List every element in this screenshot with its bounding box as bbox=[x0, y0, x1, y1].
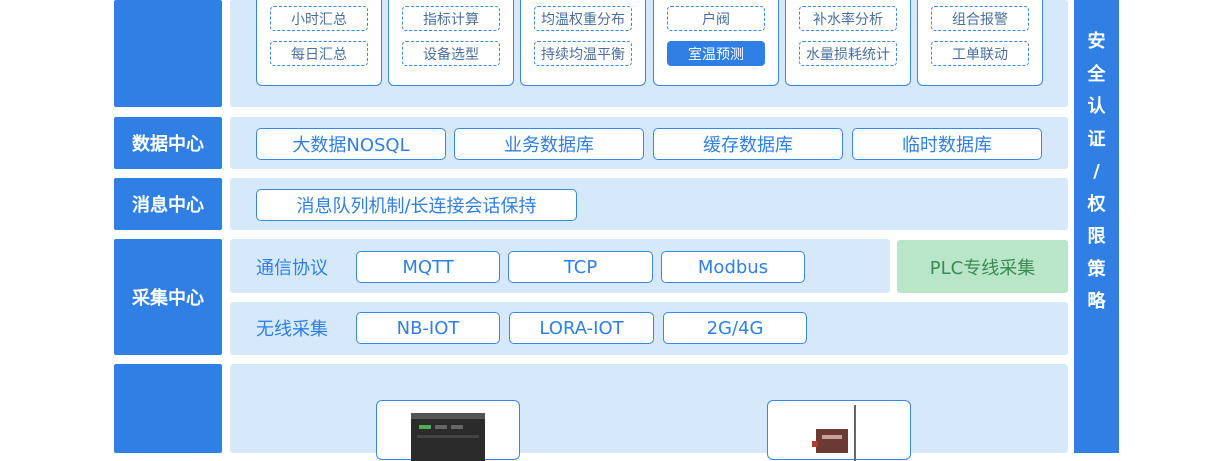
nb-iot-item[interactable]: NB-IOT bbox=[356, 312, 500, 344]
lora-iot-item[interactable]: LORA-IOT bbox=[509, 312, 654, 344]
app-item[interactable]: 户阀 bbox=[667, 6, 765, 31]
security-char: 策 bbox=[1087, 258, 1106, 280]
message-queue-item[interactable]: 消息队列机制/长连接会话保持 bbox=[256, 189, 577, 221]
message-center-label: 消息中心 bbox=[114, 178, 222, 230]
app-item[interactable]: 工单联动 bbox=[931, 41, 1029, 66]
security-char: 限 bbox=[1087, 226, 1106, 247]
cache-db-item[interactable]: 缓存数据库 bbox=[653, 128, 843, 160]
app-item[interactable]: 每日汇总 bbox=[270, 41, 368, 66]
security-char: 证 bbox=[1087, 128, 1106, 150]
plc-device-card[interactable] bbox=[376, 400, 520, 461]
app-item[interactable]: 补水率分析 bbox=[799, 6, 897, 31]
collection-center-label: 采集中心 bbox=[114, 239, 222, 355]
app-item[interactable]: 水量损耗统计 bbox=[799, 41, 897, 66]
data-center-label: 数据中心 bbox=[114, 117, 222, 169]
business-db-item[interactable]: 业务数据库 bbox=[454, 128, 644, 160]
app-item[interactable]: 指标计算 bbox=[402, 6, 500, 31]
app-item[interactable]: 均温权重分布 bbox=[534, 6, 632, 31]
plc-device-image bbox=[411, 413, 485, 461]
security-policy-bar: 安全认证 / 权限策略 bbox=[1074, 0, 1119, 453]
security-char: 略 bbox=[1087, 291, 1106, 312]
mqtt-item[interactable]: MQTT bbox=[356, 251, 500, 283]
app-item[interactable]: 室温预测 bbox=[667, 41, 765, 66]
security-char: 全 bbox=[1087, 63, 1106, 85]
app-item[interactable]: 设备选型 bbox=[402, 41, 500, 66]
wireless-label: 无线采集 bbox=[256, 319, 328, 340]
security-char: 安 bbox=[1087, 31, 1106, 52]
app-item[interactable]: 小时汇总 bbox=[270, 6, 368, 31]
security-char: 权 bbox=[1087, 193, 1106, 215]
gateway-device-image bbox=[812, 405, 856, 461]
app-item[interactable]: 组合报警 bbox=[931, 6, 1029, 31]
app-center-label bbox=[114, 0, 222, 107]
security-char: / bbox=[1093, 161, 1100, 182]
app-item[interactable]: 持续均温平衡 bbox=[534, 41, 632, 66]
cellular-item[interactable]: 2G/4G bbox=[663, 312, 807, 344]
protocol-label: 通信协议 bbox=[256, 258, 328, 279]
gateway-device-card[interactable] bbox=[767, 400, 911, 461]
nosql-item[interactable]: 大数据NOSQL bbox=[256, 128, 446, 160]
security-char: 认 bbox=[1087, 96, 1106, 117]
device-layer-label bbox=[114, 364, 222, 453]
temp-db-item[interactable]: 临时数据库 bbox=[852, 128, 1042, 160]
device-panel bbox=[230, 364, 1068, 453]
tcp-item[interactable]: TCP bbox=[508, 251, 653, 283]
plc-collection-item[interactable]: PLC专线采集 bbox=[897, 240, 1068, 293]
modbus-item[interactable]: Modbus bbox=[661, 251, 805, 283]
